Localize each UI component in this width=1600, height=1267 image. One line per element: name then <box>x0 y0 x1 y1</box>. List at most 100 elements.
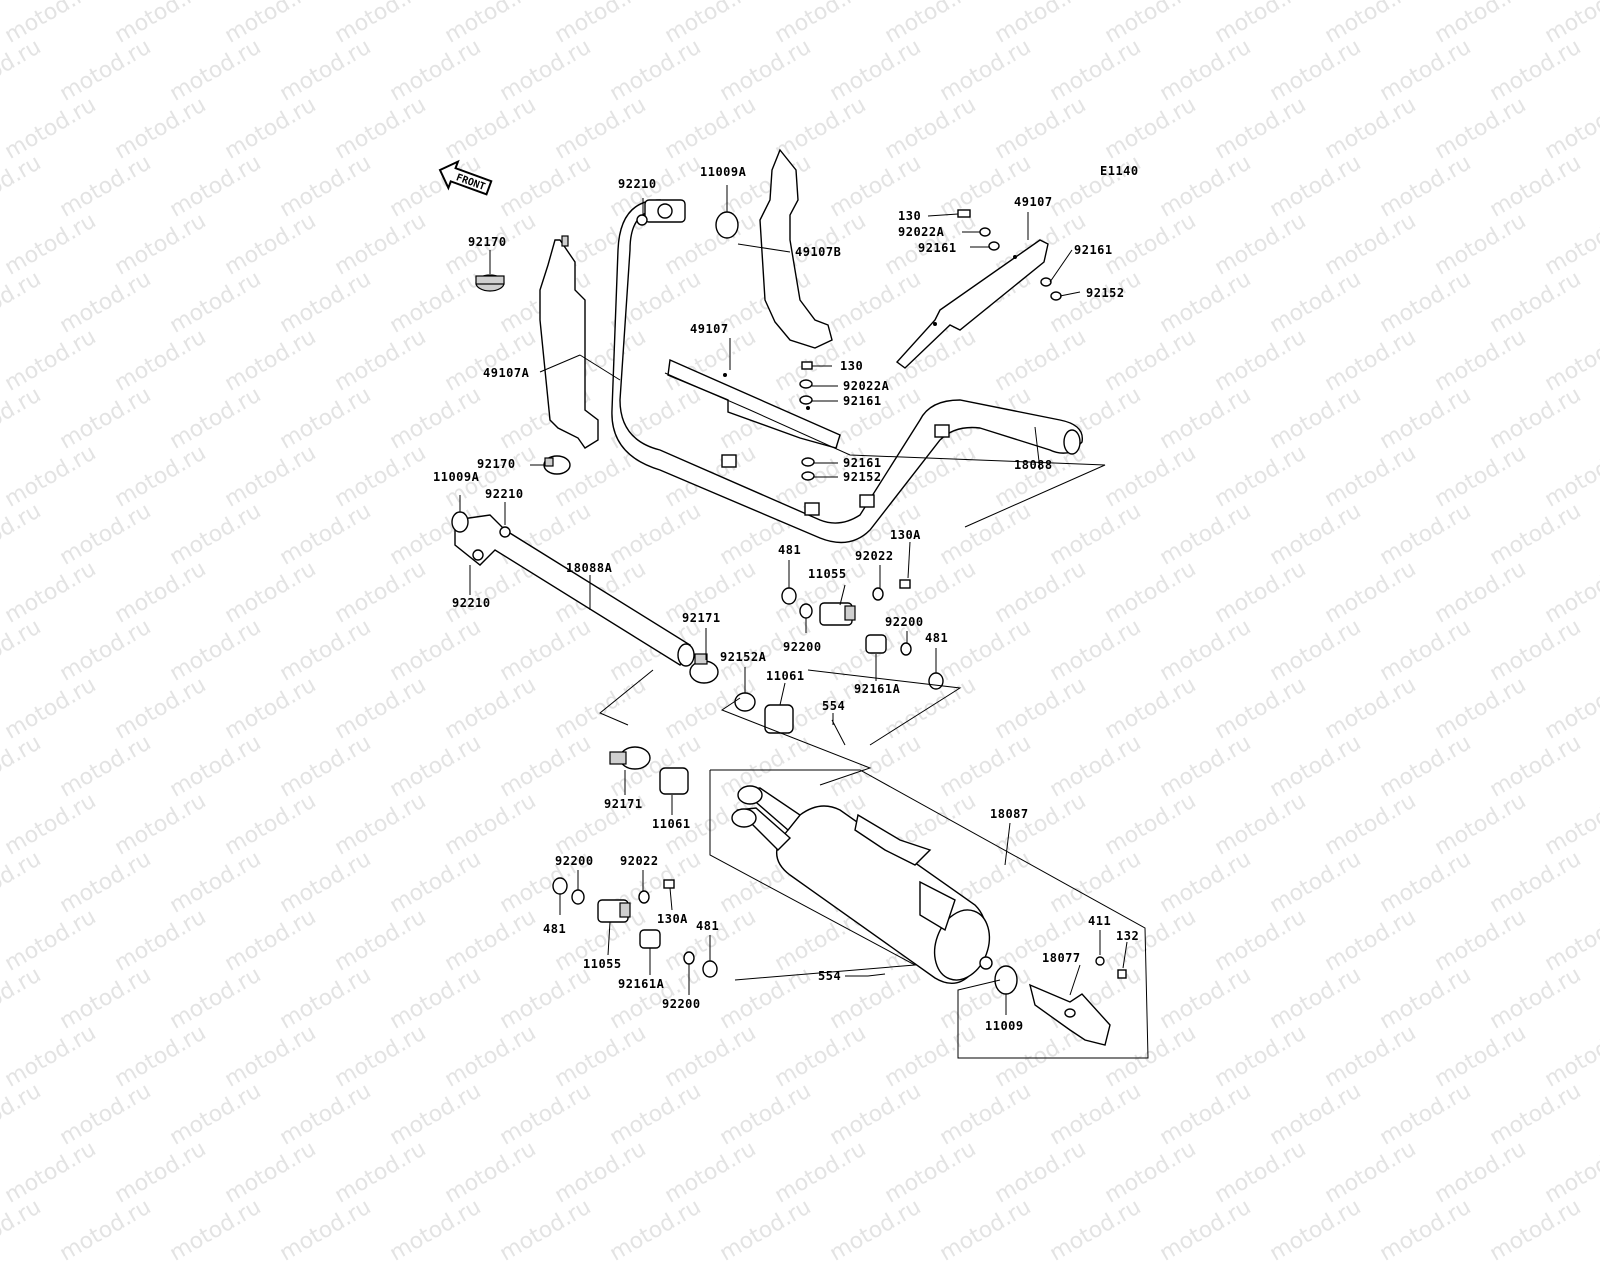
watermark-text: motod.ru <box>1595 1194 1600 1267</box>
watermark-text: motod.ru <box>385 1194 486 1267</box>
watermark-text: motod.ru <box>1485 1194 1586 1267</box>
label-92170-top: 92170 <box>468 235 507 249</box>
label-554-a: 554 <box>822 699 845 713</box>
label-92022-b: 92022 <box>620 854 659 868</box>
ring-92152A <box>734 692 756 712</box>
header-pipe-18088 <box>611 199 1084 544</box>
spring-554-b <box>867 973 886 977</box>
label-11061-b: 11061 <box>652 817 691 831</box>
bushing-92161A-b <box>639 929 661 949</box>
label-11009A-top: 11009A <box>700 165 747 179</box>
bushing-92161A-a <box>865 634 887 654</box>
heat-guard-49107A <box>539 235 599 449</box>
watermark-text: motod.ru <box>0 1194 46 1267</box>
watermark-text: motod.ru <box>165 1194 266 1267</box>
exhaust-parts-diagram: E1140 FRONT <box>433 148 1149 1059</box>
clamp-92171-a <box>689 653 719 684</box>
bolt-411 <box>1095 956 1105 966</box>
label-11055-a: 11055 <box>808 567 847 581</box>
watermark-text: motod.ru <box>935 1194 1036 1267</box>
label-11009A-left: 11009A <box>433 470 480 484</box>
end-cap-18077 <box>1028 983 1111 1046</box>
label-130A-b: 130A <box>657 912 688 926</box>
washer-92161-mid <box>799 395 813 405</box>
watermark-text: motod.ru <box>495 1194 596 1267</box>
watermark-text: motod.ru <box>55 1194 156 1267</box>
label-49107A: 49107A <box>483 366 530 380</box>
washer-92161-top <box>988 241 1000 251</box>
label-92152-right: 92152 <box>1086 286 1125 300</box>
watermark-text: motod.ru <box>1375 1194 1476 1267</box>
clip-481-a <box>781 587 797 605</box>
label-92200-a: 92200 <box>783 640 822 654</box>
label-11055-b: 11055 <box>583 957 622 971</box>
label-49107-top: 49107 <box>1014 195 1053 209</box>
label-49107B: 49107B <box>795 245 841 259</box>
washer-92022A-top <box>979 227 991 237</box>
label-92200-c: 92200 <box>555 854 594 868</box>
watermark-text: motod.ru <box>825 1194 926 1267</box>
label-92210-top: 92210 <box>618 177 657 191</box>
watermark-text: motod.ru <box>1265 1194 1366 1267</box>
washer-92200-a <box>799 603 813 619</box>
label-92210-bottom: 92210 <box>452 596 491 610</box>
bolt-130-top <box>957 209 971 218</box>
gasket-11009A-left <box>451 511 469 533</box>
spring-554-a <box>831 719 846 746</box>
sleeve-11061-a <box>764 704 794 734</box>
gasket-11009A-top <box>715 211 739 239</box>
clamp-92170-low <box>543 455 571 475</box>
sleeve-11061-b <box>659 767 689 795</box>
label-130-top: 130 <box>898 209 921 223</box>
label-411: 411 <box>1088 914 1111 928</box>
label-92152A: 92152A <box>720 650 767 664</box>
washer-92200-c <box>571 889 585 905</box>
pipe-18088A <box>454 514 695 667</box>
label-130-mid: 130 <box>840 359 863 373</box>
label-92022A-mid: 92022A <box>843 379 890 393</box>
washer-92022A-mid <box>799 379 813 389</box>
diagram-code: E1140 <box>1100 164 1139 178</box>
bolt-132 <box>1117 969 1127 979</box>
label-18077: 18077 <box>1042 951 1081 965</box>
watermark-text: motod.ru <box>275 1194 376 1267</box>
label-92161A-a: 92161A <box>854 682 901 696</box>
label-554-b: 554 <box>818 969 841 983</box>
label-481-c: 481 <box>543 922 566 936</box>
label-49107-mid: 49107 <box>690 322 729 336</box>
label-92022A-top: 92022A <box>898 225 945 239</box>
bracket-11055-a <box>819 602 856 626</box>
label-92171-a: 92171 <box>682 611 721 625</box>
washer-92161-low <box>801 457 815 467</box>
front-arrow-icon: FRONT <box>438 159 493 196</box>
clamp-92170-top <box>475 274 505 292</box>
bolt-130-mid <box>801 361 813 370</box>
clip-481-d <box>702 960 718 978</box>
heat-guard-49107-mid <box>667 358 841 449</box>
label-11061-a: 11061 <box>766 669 805 683</box>
clip-481-c <box>552 877 568 895</box>
washer-92022-b <box>638 890 650 904</box>
bolt-130A-b <box>663 879 675 889</box>
leader-lines <box>459 185 1128 1015</box>
washer-92152-right <box>1050 291 1062 301</box>
label-92161-top: 92161 <box>918 241 957 255</box>
clip-481-b <box>928 672 944 690</box>
label-92170-low: 92170 <box>477 457 516 471</box>
label-92161-mid: 92161 <box>843 394 882 408</box>
muffler-18087 <box>731 785 993 984</box>
label-481-d: 481 <box>696 919 719 933</box>
label-132: 132 <box>1116 929 1139 943</box>
label-92200-d: 92200 <box>662 997 701 1011</box>
heat-guard-49107-top <box>895 239 1049 369</box>
watermark-text: motod.ru <box>605 1194 706 1267</box>
label-92152-low: 92152 <box>843 470 882 484</box>
washer-92161-right <box>1040 277 1052 287</box>
label-18088: 18088 <box>1014 458 1053 472</box>
label-11009: 11009 <box>985 1019 1024 1033</box>
label-18088A: 18088A <box>566 561 613 575</box>
label-18087: 18087 <box>990 807 1029 821</box>
washer-92022-a <box>872 587 884 601</box>
label-481-a: 481 <box>778 543 801 557</box>
label-92171-b: 92171 <box>604 797 643 811</box>
